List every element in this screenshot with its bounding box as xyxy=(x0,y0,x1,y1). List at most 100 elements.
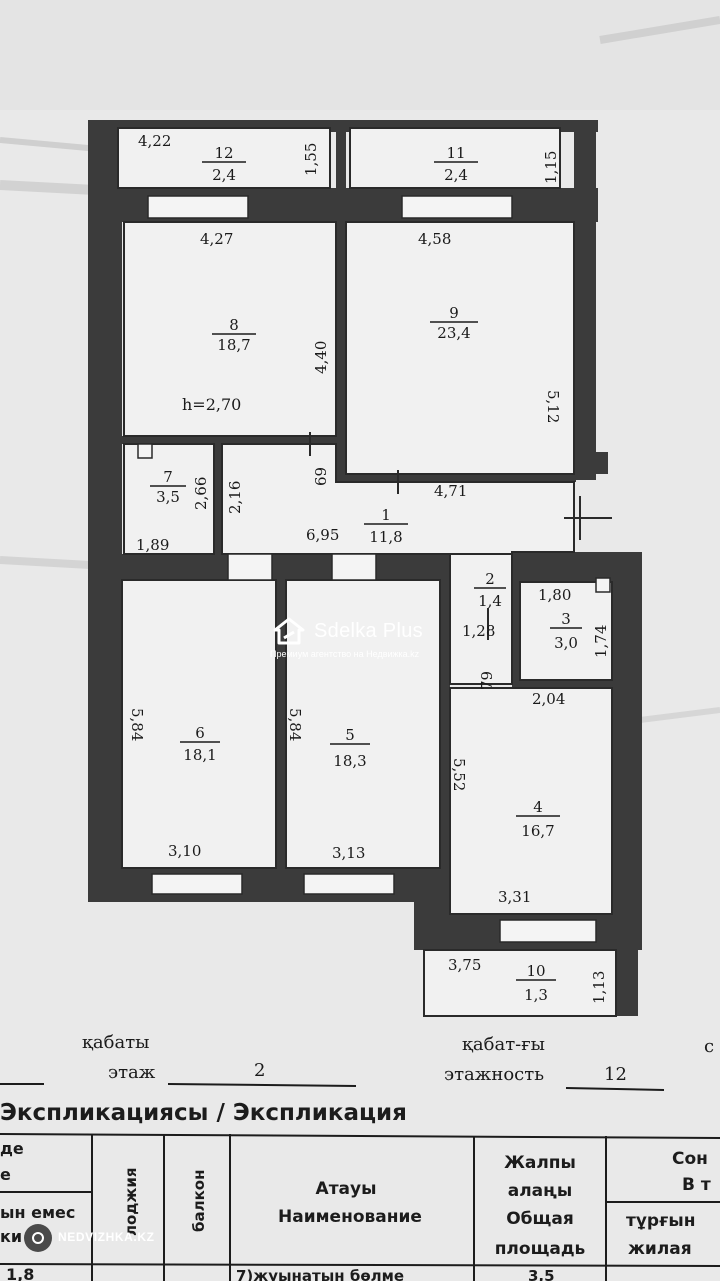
room-7-number: 7 xyxy=(163,468,173,486)
col-incl-2: В т xyxy=(682,1175,711,1195)
watermark-tagline: Премиум агентство на Недвижка.kz xyxy=(270,649,420,659)
room-1-number: 1 xyxy=(381,506,391,524)
col-left-low2: ки xyxy=(0,1227,22,1246)
room-11-area: 2,4 xyxy=(212,166,236,184)
col-name-ru: Наименование xyxy=(278,1207,422,1227)
room-9 xyxy=(345,221,575,475)
col-left-low1: ын емес xyxy=(0,1203,75,1222)
watermark-brand: Sdelka Plus xyxy=(314,620,423,642)
room-6-number: 6 xyxy=(195,724,205,742)
room-8 xyxy=(123,221,337,437)
floor-value: 2 xyxy=(254,1060,265,1081)
dim-3-13: 3,13 xyxy=(332,844,365,862)
dim-4-71: 4,71 xyxy=(434,482,467,500)
dim-1-15: 1,15 xyxy=(542,151,560,184)
col-left-mid: е xyxy=(0,1165,11,1184)
dim-1-89: 1,89 xyxy=(136,536,169,554)
balcony-10 xyxy=(423,949,617,1017)
balcony-11 xyxy=(117,127,331,189)
storeys-label-ru: этажность xyxy=(444,1064,544,1085)
room-8-area: 18,7 xyxy=(217,336,250,354)
dim-3-10: 3,10 xyxy=(168,842,201,860)
right-fragment: с xyxy=(704,1036,714,1057)
row-name: 7)жуынатын бөлме xyxy=(236,1267,404,1281)
dim-1-74: 1,74 xyxy=(592,625,610,658)
ceiling-height: h=2,70 xyxy=(182,395,241,414)
col-total-ru1: Общая xyxy=(506,1209,574,1229)
dim-4-40: 4,40 xyxy=(312,341,330,374)
col-name-kz: Атауы xyxy=(316,1179,377,1199)
room-5 xyxy=(285,579,441,869)
dim-4-27: 4,27 xyxy=(200,230,233,248)
walls xyxy=(88,120,642,1016)
footer-brand: NEDVIZHKA.KZ xyxy=(58,1230,155,1244)
dim-2-66: 2,66 xyxy=(192,477,210,510)
dim-4-58: 4,58 xyxy=(418,230,451,248)
room-3 xyxy=(519,581,613,681)
dim-1-13: 1,13 xyxy=(590,971,608,1004)
col-total-kz2: алаңы xyxy=(508,1181,573,1201)
dim-5-12: 5,12 xyxy=(544,390,562,423)
room-6 xyxy=(121,579,277,869)
col-incl-1: Сон xyxy=(672,1149,708,1169)
col-balcony: балкон xyxy=(190,1170,208,1232)
room-2 xyxy=(449,553,513,685)
room-1-corridor xyxy=(221,443,575,555)
balcony-12 xyxy=(349,127,561,189)
dim-5-52: 5,52 xyxy=(450,758,468,791)
col-total-ru2: площадь xyxy=(495,1239,586,1259)
dim-1-28: 1,28 xyxy=(462,622,495,640)
dim-4-22: 4,22 xyxy=(138,132,171,150)
storeys-value: 12 xyxy=(604,1064,627,1085)
col-living-ru: жилая xyxy=(628,1239,692,1259)
room-6-area: 18,1 xyxy=(183,746,216,764)
room-4-area: 16,7 xyxy=(521,822,554,840)
col-loggia: лоджия xyxy=(122,1168,140,1236)
room-2-area: 1,4 xyxy=(478,592,502,610)
nedvizhka-logo-icon xyxy=(24,1224,52,1252)
col-living-kz: тұрғын xyxy=(626,1211,695,1231)
col-left-top: де xyxy=(0,1139,24,1158)
house-logo-icon xyxy=(273,617,305,645)
room-4-number: 4 xyxy=(533,798,543,816)
dim-69: 69 xyxy=(312,467,330,486)
dimension-labels: 4,22 1,55 1,15 4,27 4,58 4,40 5,12 h=2,7… xyxy=(128,132,610,1004)
room-3-area: 3,0 xyxy=(554,634,578,652)
room-12-number: 11 xyxy=(446,144,465,162)
room-2-number: 2 xyxy=(485,570,495,588)
floor-info: қабаты этаж 2 қабат-ғы этажность 12 с xyxy=(0,1032,714,1091)
windows xyxy=(137,195,612,943)
col-total-kz1: Жалпы xyxy=(504,1153,576,1173)
dim-6-95: 6,95 xyxy=(306,526,339,544)
room-labels: 12 2,4 11 2,4 8 18,7 9 23,4 7 3,5 1 11,8… xyxy=(150,144,582,1004)
room-9-area: 23,4 xyxy=(437,324,470,342)
dim-3-75: 3,75 xyxy=(448,956,481,974)
explication-title: Экспликациясы / Экспликация xyxy=(0,1100,407,1126)
room-7 xyxy=(123,443,215,555)
floor-label-ru: этаж xyxy=(108,1062,156,1083)
dim-3-31: 3,31 xyxy=(498,888,531,906)
room-4 xyxy=(449,687,613,915)
row-first: 1,8 xyxy=(6,1265,34,1281)
dim-5-84-mid: 5,84 xyxy=(286,708,304,741)
explication-table: Экспликациясы / Экспликация де е ын емес… xyxy=(0,1100,720,1281)
room-1-area: 11,8 xyxy=(369,528,402,546)
dim-5-84-left: 5,84 xyxy=(128,708,146,741)
room-9-number: 9 xyxy=(449,304,459,322)
dim-79: 79 xyxy=(478,671,496,690)
row-area: 3,5 xyxy=(528,1267,555,1281)
room-3-number: 3 xyxy=(561,610,571,628)
floor-label-kz: қабаты xyxy=(82,1032,150,1053)
room-11-number: 12 xyxy=(214,144,233,162)
room-10-area: 1,3 xyxy=(524,986,548,1004)
room-5-area: 18,3 xyxy=(333,752,366,770)
storeys-label-kz: қабат-ғы xyxy=(462,1034,545,1055)
room-12-area: 2,4 xyxy=(444,166,468,184)
dim-2-04: 2,04 xyxy=(532,690,565,708)
room-10-number: 10 xyxy=(526,962,545,980)
dim-2-16: 2,16 xyxy=(226,481,244,514)
room-8-number: 8 xyxy=(229,316,239,334)
dim-1-80: 1,80 xyxy=(538,586,571,604)
room-5-number: 5 xyxy=(345,726,355,744)
